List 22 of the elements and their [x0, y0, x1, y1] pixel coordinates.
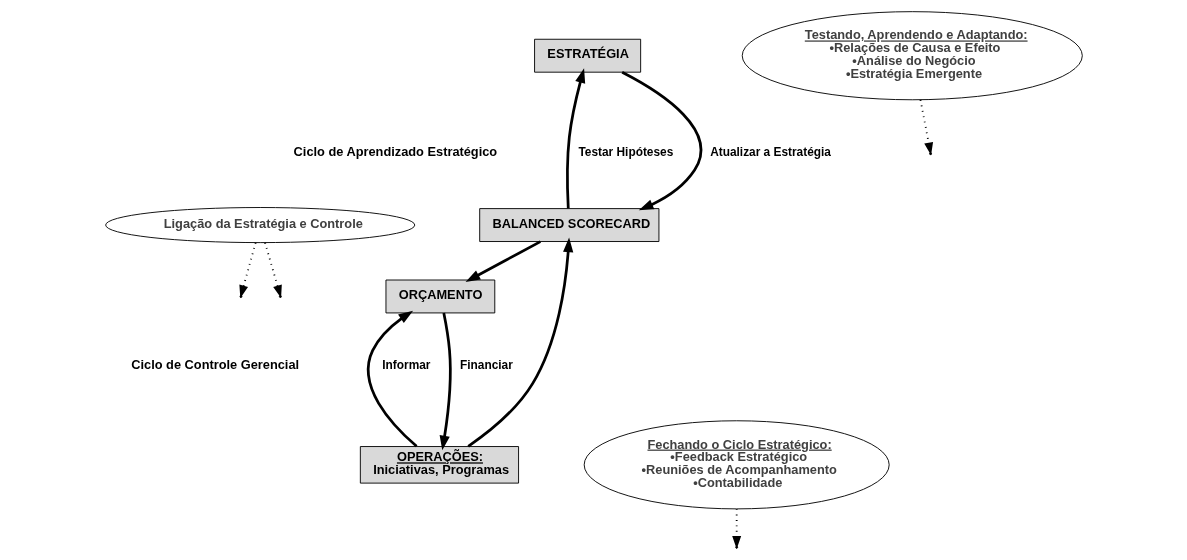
node-ellipse: Ligação da Estratégia e Controle [104, 207, 415, 244]
node-box: ESTRATÉGIA [533, 38, 641, 73]
node-ellipse: Testando, Aprendendo e Adaptando: •Relações de Causa e Efeito •Análise do Negócio •Estratégia Emergente [741, 11, 1083, 101]
edge-label: Testar Hipóteses [577, 144, 673, 159]
node-box: ORÇAMENTO [385, 279, 495, 314]
arrow [731, 507, 741, 549]
arrow [465, 240, 541, 282]
arrow [466, 237, 573, 448]
node-box: BALANCED SCORECARD [478, 208, 659, 242]
arrow [565, 68, 585, 209]
node-ellipse: Fechando o Ciclo Estratégico: •Feedback Estratégico •Reuniões de Acompanhamento •Contabilidade [583, 420, 890, 510]
arrow [919, 98, 933, 156]
arrow [366, 310, 417, 448]
arrow [621, 71, 702, 211]
edge-label: Atualizar a Estratégia [709, 144, 831, 159]
edge-label: Financiar [459, 358, 513, 373]
label: Ciclo de Aprendizado Estratégico [293, 144, 497, 160]
arrow [439, 312, 452, 451]
label: Ciclo de Controle Gerencial [130, 357, 299, 373]
arrow [263, 241, 282, 299]
edge-label: Informar [381, 358, 430, 373]
node-box: OPERAÇÕES: Iniciativas, Programas [359, 446, 519, 484]
